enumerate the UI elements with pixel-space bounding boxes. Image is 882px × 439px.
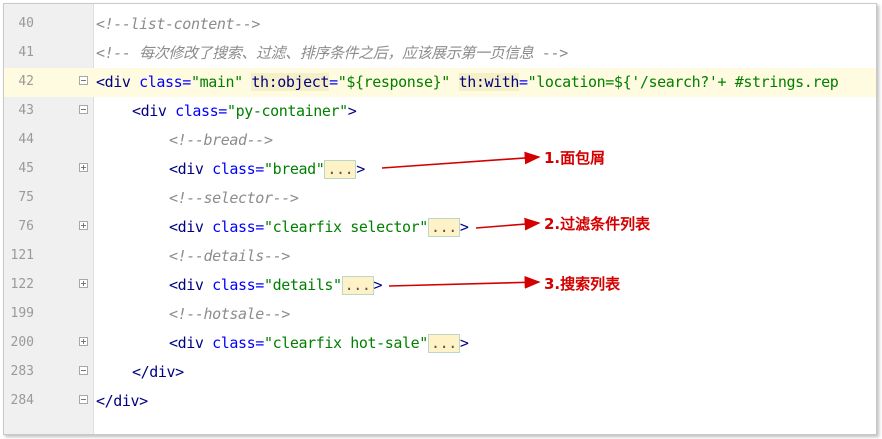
tag-open: <div xyxy=(132,102,176,120)
annotation-bread: 1.面包屑 xyxy=(544,149,606,167)
attr-value: "clearfix hot-sale" xyxy=(263,334,428,352)
fold-collapse-icon[interactable] xyxy=(79,76,88,85)
attr-value: "${response}" xyxy=(337,73,451,91)
attr-value: "details" xyxy=(263,276,342,294)
attr-name: class= xyxy=(175,102,227,120)
tag-close: > xyxy=(373,276,383,294)
tag-close: </div> xyxy=(96,392,148,410)
tag-open: <div xyxy=(169,218,213,236)
attr-name: class= xyxy=(212,160,264,178)
tag-close: </div> xyxy=(132,363,184,381)
fold-expand-icon[interactable] xyxy=(79,163,88,172)
code-line[interactable]: 43 <div class="py-container"> xyxy=(4,97,876,126)
code-comment: <!--bread--> xyxy=(169,131,273,149)
fold-expand-icon[interactable] xyxy=(79,221,88,230)
code-line[interactable]: 121 <!--details--> xyxy=(4,242,876,271)
folded-placeholder[interactable]: ... xyxy=(341,276,374,295)
line-number: 200 xyxy=(10,335,34,350)
code-comment: <!--selector--> xyxy=(169,189,299,207)
annotation-arrows xyxy=(381,151,541,289)
fold-collapse-icon[interactable] xyxy=(79,105,88,114)
line-number: 42 xyxy=(18,74,34,89)
tag-open: <div xyxy=(169,160,213,178)
annotation-selector: 2.过滤条件列表 xyxy=(544,215,651,233)
code-line[interactable]: 199 <!--hotsale--> xyxy=(4,300,876,329)
code-line[interactable]: 75 <!--selector--> xyxy=(4,184,876,213)
attr-name: class= xyxy=(212,276,264,294)
attr-name: class= xyxy=(212,334,264,352)
code-text: <div class="bread"...> xyxy=(169,159,365,179)
attr-name: class= xyxy=(139,73,191,91)
attr-value: "main" xyxy=(190,73,243,91)
tag-close: > xyxy=(356,160,365,178)
code-comment: <!--hotsale--> xyxy=(169,305,290,323)
line-number: 121 xyxy=(10,248,34,263)
arrow-bread xyxy=(381,151,541,169)
line-number: 283 xyxy=(10,364,34,379)
fold-expand-icon[interactable] xyxy=(79,279,88,288)
line-number: 41 xyxy=(18,45,34,60)
line-number: 40 xyxy=(18,16,34,31)
tag-open: <div xyxy=(169,334,213,352)
folded-placeholder[interactable]: ... xyxy=(324,160,357,179)
code-line[interactable]: 76 <div class="clearfix selector"...> xyxy=(4,213,876,242)
attr-value: "bread" xyxy=(263,160,325,178)
line-number: 76 xyxy=(18,219,34,234)
folded-placeholder[interactable]: ... xyxy=(427,218,460,237)
code-line[interactable]: 200 <div class="clearfix hot-sale"...> xyxy=(4,329,876,358)
tag-close: > xyxy=(459,334,469,352)
th-attr-name: th:object xyxy=(251,73,330,91)
tag-open: <div xyxy=(169,276,213,294)
code-line[interactable]: 44 <!--bread--> xyxy=(4,126,876,155)
tag-close: > xyxy=(459,218,469,236)
arrow-selector xyxy=(475,217,541,231)
line-number: 45 xyxy=(18,161,34,176)
code-comment: <!--list-content--> xyxy=(96,15,260,33)
line-number: 199 xyxy=(10,306,34,321)
th-attr-name: th:with xyxy=(458,73,519,91)
annotation-details: 3.搜索列表 xyxy=(544,275,621,293)
line-number: 44 xyxy=(18,132,34,147)
fold-collapse-icon[interactable] xyxy=(79,395,88,404)
code-comment: <!-- 每次修改了搜索、过滤、排序条件之后，应该展示第一页信息 --> xyxy=(96,44,568,62)
code-line[interactable]: 45 <div class="bread"...> xyxy=(4,155,876,184)
attr-value: "clearfix selector" xyxy=(263,218,428,236)
code-line[interactable]: 41 <!-- 每次修改了搜索、过滤、排序条件之后，应该展示第一页信息 --> xyxy=(4,39,876,68)
code-text: <div class="details"...> xyxy=(169,275,383,295)
code-line[interactable]: 122 <div class="details"...> xyxy=(4,271,876,300)
line-number: 122 xyxy=(10,277,34,292)
code-comment: <!--details--> xyxy=(169,247,290,265)
line-number: 75 xyxy=(18,190,34,205)
line-number: 284 xyxy=(10,393,34,408)
fold-collapse-icon[interactable] xyxy=(79,366,88,375)
code-line[interactable]: 284 </div> xyxy=(4,387,876,416)
tag-close: > xyxy=(347,102,357,120)
code-text: <div class="clearfix hot-sale"...> xyxy=(169,333,469,353)
attr-value: "py-container" xyxy=(226,102,348,120)
code-editor: 40 <!--list-content--> 41 <!-- 每次修改了搜索、过… xyxy=(3,3,877,435)
code-text: <div class="clearfix selector"...> xyxy=(169,217,469,237)
code-line[interactable]: 40 <!--list-content--> xyxy=(4,10,876,39)
attr-name: class= xyxy=(212,218,264,236)
attr-value: "location=${'/search?'+ #strings.rep xyxy=(527,73,839,91)
arrow-details xyxy=(388,275,541,289)
attr-eq: = xyxy=(518,73,528,91)
code-text: <div class="main" th:object="${response}… xyxy=(96,72,839,92)
code-line-current[interactable]: 42 <div class="main" th:object="${respon… xyxy=(4,68,876,97)
code-line[interactable]: 283 </div> xyxy=(4,358,876,387)
folded-placeholder[interactable]: ... xyxy=(427,334,460,353)
code-text: <div class="py-container"> xyxy=(132,101,357,121)
line-number: 43 xyxy=(18,103,34,118)
attr-eq: = xyxy=(329,73,338,91)
fold-expand-icon[interactable] xyxy=(79,337,88,346)
tag-open: <div xyxy=(96,73,140,91)
